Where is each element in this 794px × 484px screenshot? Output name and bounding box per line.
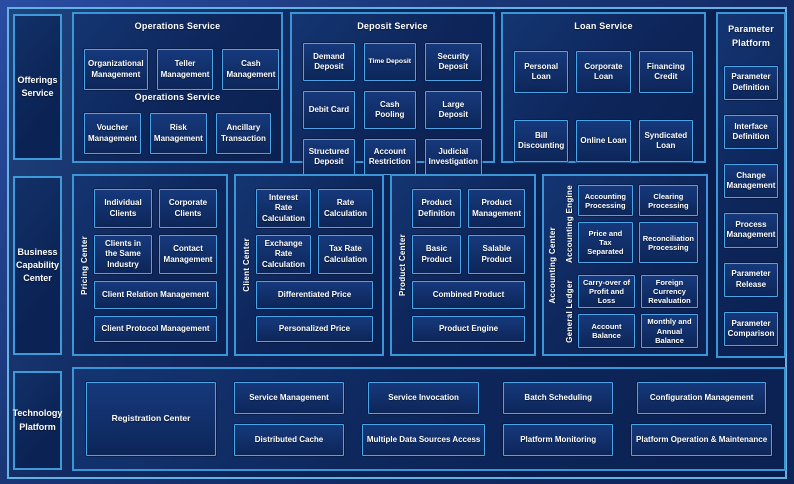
box-corporate-loan: Corporate Loan [576, 51, 631, 93]
box-parameter-definition: Parameter Definition [724, 65, 778, 100]
deposit-service-title: Deposit Service [357, 21, 428, 31]
rail-offerings-service: Offerings Service [13, 14, 62, 160]
box-price-and-tax-separated: Price and Tax Separated [578, 222, 633, 263]
box-parameter-release: Parameter Release [724, 262, 778, 297]
box-multiple-data-sources-access: Multiple Data Sources Access [362, 424, 486, 456]
client-center-group: Client Center Interest Rate Calculation … [234, 174, 384, 356]
technology-column-2: Service Invocation Multiple Data Sources… [362, 382, 486, 456]
box-reconciliation-processing: Reconciliation Processing [638, 222, 698, 263]
loan-service-group: Loan Service Personal Loan Corporate Loa… [501, 12, 706, 163]
box-security-deposit: Security Deposit [424, 43, 482, 81]
box-platform-operation-maintenance: Platform Operation & Maintenance [631, 424, 772, 456]
accounting-engine-vlabel: Accounting Engine [565, 185, 574, 263]
box-basic-product: Basic Product [412, 235, 462, 274]
box-accounting-processing: Accounting Processing [578, 185, 633, 217]
rail-business-capability-center: Business Capability Center [13, 176, 62, 355]
box-distributed-cache: Distributed Cache [234, 424, 344, 456]
box-financing-credit: Financing Credit [638, 51, 693, 93]
box-product-engine: Product Engine [412, 316, 525, 342]
accounting-center-vlabel: Accounting Center [548, 226, 557, 304]
box-combined-product: Combined Product [412, 281, 525, 310]
box-contact-management: Contact Management [159, 235, 217, 274]
general-ledger-vlabel: General Ledger [565, 279, 574, 343]
technology-column-4: Configuration Management Platform Operat… [631, 382, 772, 456]
box-cash-pooling: Cash Pooling [363, 91, 416, 129]
box-product-definition: Product Definition [412, 189, 462, 228]
box-debit-card: Debit Card [303, 91, 355, 129]
box-cash-management: Cash Management [222, 49, 280, 90]
box-change-management: Change Management [724, 164, 778, 199]
box-demand-deposit: Demand Deposit [303, 43, 355, 81]
box-interest-rate-calculation: Interest Rate Calculation [256, 189, 311, 228]
box-interface-definition: Interface Definition [724, 114, 778, 150]
box-voucher-management: Voucher Management [84, 113, 141, 154]
technology-column-3: Batch Scheduling Platform Monitoring [503, 382, 614, 456]
box-registration-center: Registration Center [86, 382, 216, 456]
box-ancillary-transaction: Ancillary Transaction [215, 113, 271, 154]
box-platform-monitoring: Platform Monitoring [503, 424, 614, 456]
box-process-management: Process Management [724, 213, 778, 248]
box-service-invocation: Service Invocation [368, 382, 480, 414]
box-time-deposit: Time Deposit [363, 43, 416, 81]
product-center-group: Product Center Product Definition Produc… [390, 174, 536, 356]
box-syndicated-loan: Syndicated Loan [638, 120, 693, 162]
box-monthly-and-annual-balance: Monthly and Annual Balance [641, 314, 698, 348]
box-differentiated-price: Differentiated Price [256, 281, 373, 310]
loan-service-title: Loan Service [574, 21, 633, 31]
box-configuration-management: Configuration Management [637, 382, 766, 414]
box-exchange-rate-calculation: Exchange Rate Calculation [256, 235, 311, 274]
box-batch-scheduling: Batch Scheduling [503, 382, 614, 414]
box-rate-calculation: Rate Calculation [318, 189, 373, 228]
box-product-management: Product Management [468, 189, 525, 228]
general-ledger-section: General Ledger Carry-over of Profit and … [561, 275, 698, 348]
box-personalized-price: Personalized Price [256, 316, 373, 342]
box-salable-product: Salable Product [468, 235, 525, 274]
operations-service-group: Operations Service Organizational Manage… [72, 12, 283, 163]
box-account-balance: Account Balance [578, 314, 635, 348]
box-individual-clients: Individual Clients [94, 189, 152, 228]
box-account-restriction: Account Restriction [363, 139, 416, 175]
box-risk-management: Risk Management [149, 113, 207, 154]
product-center-vlabel: Product Center [397, 234, 407, 296]
rail-technology-platform: Technology Platform [13, 371, 62, 470]
pricing-center-group: Pricing Center Individual Clients Corpor… [72, 174, 228, 356]
box-personal-loan: Personal Loan [514, 51, 569, 93]
box-foreign-currency-revaluation: Foreign Currency Revaluation [641, 275, 698, 309]
technology-platform-group: Registration Center Service Management D… [72, 367, 786, 471]
box-judicial-investigation: Judicial Investigation [424, 139, 482, 175]
client-center-vlabel: Client Center [241, 238, 251, 292]
box-carry-over-of-profit-and-loss: Carry-over of Profit and Loss [578, 275, 635, 309]
parameter-platform-title: Parameter Platform [728, 24, 774, 49]
operations-service-mid-label: Operations Service [134, 92, 221, 102]
box-organizational-management: Organizational Management [84, 49, 148, 90]
box-service-management: Service Management [234, 382, 344, 414]
box-tax-rate-calculation: Tax Rate Calculation [318, 235, 373, 274]
box-clearing-processing: Clearing Processing [638, 185, 698, 217]
box-teller-management: Teller Management [156, 49, 214, 90]
technology-column-1: Service Management Distributed Cache [234, 382, 344, 456]
box-bill-discounting: Bill Discounting [514, 120, 569, 162]
box-client-relation-management: Client Relation Management [94, 281, 217, 310]
box-client-protocol-management: Client Protocol Management [94, 316, 217, 342]
box-structured-deposit: Structured Deposit [303, 139, 355, 175]
box-large-deposit: Large Deposit [424, 91, 482, 129]
operations-service-title: Operations Service [134, 21, 221, 31]
box-parameter-comparison: Parameter Comparison [724, 311, 778, 346]
box-corporate-clients: Corporate Clients [159, 189, 217, 228]
box-clients-in-same-industry: Clients in the Same Industry [94, 235, 152, 274]
parameter-platform-group: Parameter Platform Parameter Definition … [716, 12, 786, 358]
deposit-service-group: Deposit Service Demand Deposit Time Depo… [290, 12, 495, 175]
accounting-engine-section: Accounting Engine Accounting Processing … [561, 185, 698, 263]
accounting-center-group: Accounting Center Accounting Engine Acco… [542, 174, 708, 356]
box-online-loan: Online Loan [576, 120, 631, 162]
pricing-center-vlabel: Pricing Center [79, 235, 89, 295]
